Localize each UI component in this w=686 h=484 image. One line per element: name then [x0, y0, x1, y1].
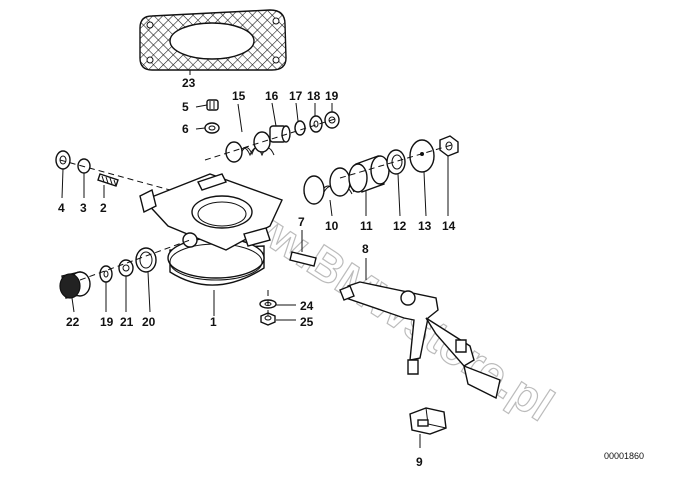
- part-20-seal-ring[interactable]: [135, 247, 157, 273]
- part-10-spring[interactable]: [303, 167, 355, 205]
- part-23-gasket[interactable]: [139, 9, 287, 71]
- callout-19-upper[interactable]: 19: [325, 89, 339, 103]
- callout-6[interactable]: 6: [182, 122, 189, 136]
- part-8-lever-bracket[interactable]: [339, 281, 501, 400]
- callout-12[interactable]: 12: [393, 219, 407, 233]
- part-4-washer[interactable]: [55, 150, 71, 170]
- part-17-washer[interactable]: [294, 120, 306, 136]
- part-12-washer[interactable]: [386, 149, 406, 175]
- part-5-pin[interactable]: [206, 99, 219, 111]
- callout-20[interactable]: 20: [142, 315, 156, 329]
- part-15-spring[interactable]: [225, 131, 275, 163]
- part-3-washer[interactable]: [77, 158, 91, 174]
- part-18-washer[interactable]: [309, 115, 323, 133]
- callout-18[interactable]: 18: [307, 89, 321, 103]
- callout-23[interactable]: 23: [182, 76, 196, 90]
- callout-21[interactable]: 21: [120, 315, 134, 329]
- callout-4[interactable]: 4: [58, 201, 65, 215]
- callout-5[interactable]: 5: [182, 100, 189, 114]
- part-9-clip[interactable]: [409, 407, 447, 435]
- part-21-washer[interactable]: [118, 259, 134, 277]
- callout-2[interactable]: 2: [100, 201, 107, 215]
- callout-labels: 23 5 6 15 16 17 18 19 4 3 2 10 11 12 13 …: [58, 76, 456, 469]
- part-1-throttle-housing[interactable]: [139, 173, 283, 286]
- callout-25[interactable]: 25: [300, 315, 314, 329]
- callout-7[interactable]: 7: [298, 215, 305, 229]
- callout-15[interactable]: 15: [232, 89, 246, 103]
- callout-1[interactable]: 1: [210, 315, 217, 329]
- callout-8[interactable]: 8: [362, 242, 369, 256]
- part-7-pin[interactable]: [289, 251, 317, 267]
- callout-11[interactable]: 11: [360, 219, 373, 233]
- callout-9[interactable]: 9: [416, 455, 423, 469]
- part-6-nut[interactable]: [204, 122, 220, 134]
- part-16-bushing[interactable]: [269, 125, 291, 143]
- callout-24[interactable]: 24: [300, 299, 314, 313]
- callout-13[interactable]: 13: [418, 219, 432, 233]
- part-22-cap[interactable]: [59, 271, 91, 299]
- callout-3[interactable]: 3: [80, 201, 87, 215]
- callout-22[interactable]: 22: [66, 315, 80, 329]
- part-19-washer-lower[interactable]: [99, 265, 113, 283]
- part-2-screw[interactable]: [97, 173, 119, 187]
- diagram-code: 00001860: [604, 451, 644, 461]
- part-13-plate-washer[interactable]: [409, 139, 435, 173]
- callout-17[interactable]: 17: [289, 89, 303, 103]
- callout-10[interactable]: 10: [325, 219, 339, 233]
- callout-19-lower[interactable]: 19: [100, 315, 114, 329]
- callout-16[interactable]: 16: [265, 89, 279, 103]
- callout-14[interactable]: 14: [442, 219, 456, 233]
